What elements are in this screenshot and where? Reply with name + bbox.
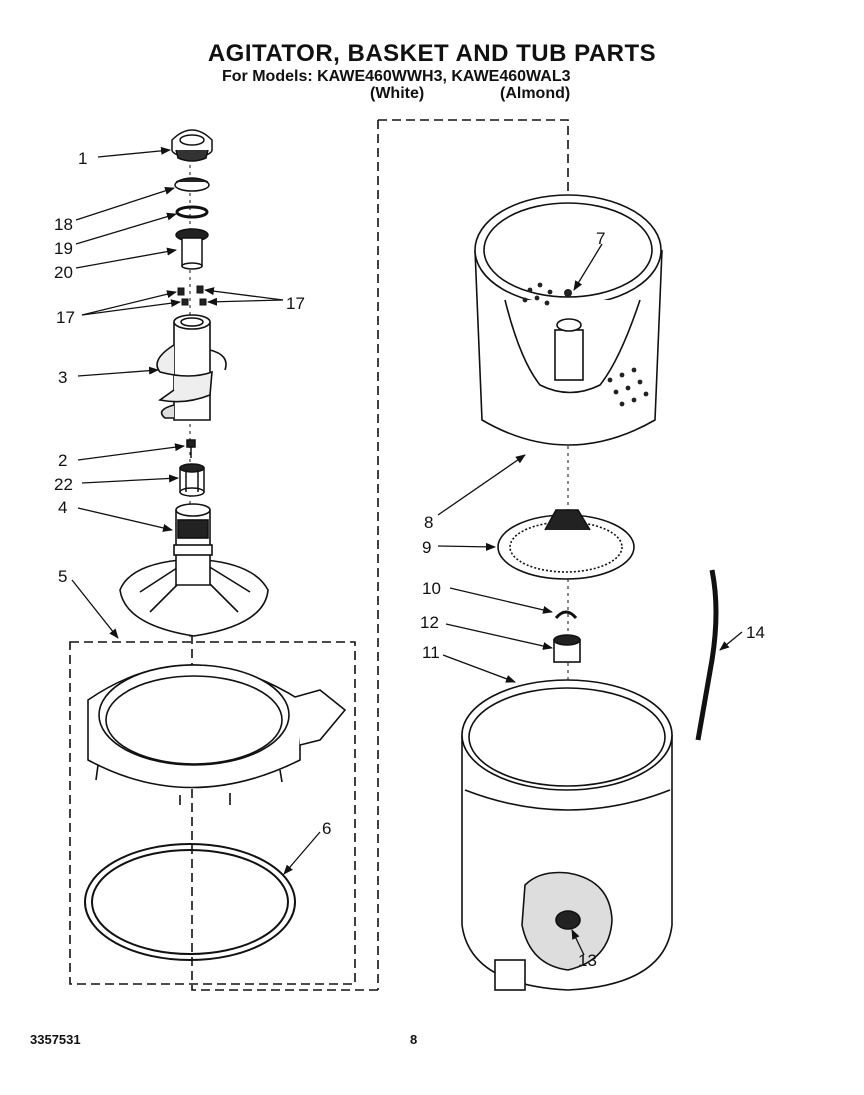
part-11-outer-tub (461, 679, 673, 991)
callout-12: 12 (420, 613, 439, 632)
part-18-cam (174, 177, 210, 192)
callout-20: 20 (54, 263, 73, 282)
callout-3: 3 (58, 368, 67, 387)
callout-22: 22 (54, 475, 73, 494)
part-9-brake-ring (497, 509, 635, 580)
leader-lines (71, 146, 743, 956)
part-10-clip (554, 610, 578, 620)
part-14-hose (695, 569, 719, 741)
part-8-basket (474, 194, 663, 446)
part-6-gasket (84, 843, 296, 961)
callout-8: 8 (424, 513, 433, 532)
callout-2: 2 (58, 451, 67, 470)
callout-4: 4 (58, 498, 67, 517)
part-3-auger (156, 314, 227, 421)
part-4-5-agitator-base (119, 503, 269, 637)
part-2-bolt (186, 439, 196, 458)
callout-18: 18 (54, 215, 73, 234)
callout-7: 7 (596, 229, 605, 248)
assembly-dashed-lines (69, 119, 569, 991)
callout-10: 10 (422, 579, 441, 598)
callout-6: 6 (322, 819, 331, 838)
callout-labels: 1 18 19 20 17 17 3 2 22 4 5 6 7 8 9 10 1… (54, 149, 765, 970)
variant-almond: (Almond) (500, 85, 571, 102)
callout-1: 1 (78, 149, 87, 168)
callout-14: 14 (746, 623, 765, 642)
part-12-nut (553, 634, 581, 663)
variant-white: (White) (370, 85, 425, 102)
callout-17-right: 17 (286, 294, 305, 313)
part-19-ring (175, 205, 209, 219)
callout-9: 9 (422, 538, 431, 557)
callout-5: 5 (58, 567, 67, 586)
models-line: For Models: KAWE460WWH3, KAWE460WAL3 (222, 68, 571, 85)
part-17-dogs (177, 285, 207, 306)
callout-19: 19 (54, 239, 73, 258)
callout-13: 13 (578, 951, 597, 970)
page-title: AGITATOR, BASKET AND TUB PARTS (207, 40, 657, 67)
part-20-cog (175, 228, 209, 270)
document-number: 3357531 (30, 1032, 81, 1047)
part-1-agitator-cap (171, 129, 213, 162)
callout-11: 11 (422, 643, 440, 662)
tub-ring (87, 664, 347, 805)
part-22-clutch (179, 463, 205, 497)
page-number: 8 (410, 1032, 418, 1047)
callout-17-left: 17 (56, 308, 75, 327)
